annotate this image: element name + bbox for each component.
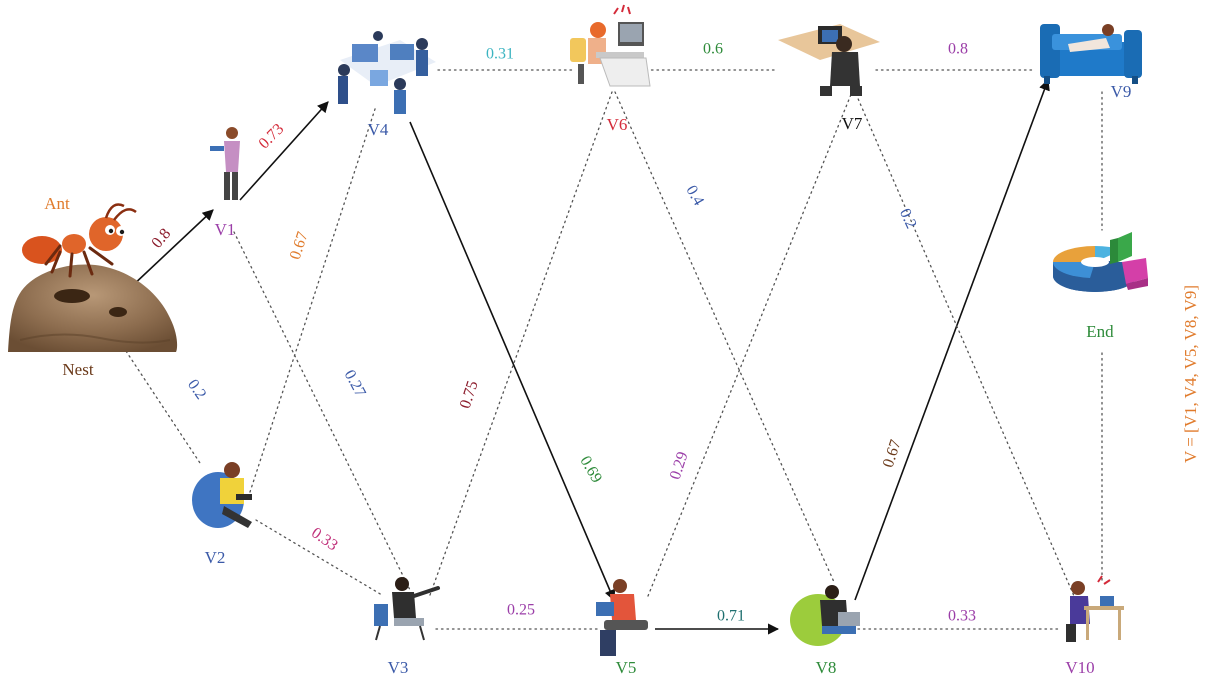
ant-icon bbox=[22, 203, 137, 278]
edge-weight-v3-v6: 0.75 bbox=[457, 379, 482, 411]
edge-weight-nest-v2: 0.2 bbox=[184, 376, 209, 402]
edge-v6-v8 bbox=[614, 91, 835, 583]
node-label-v3: V3 bbox=[388, 658, 409, 677]
node-label-v10: V10 bbox=[1065, 658, 1094, 677]
edges-layer bbox=[119, 69, 1103, 635]
edge-weight-v3-v5: 0.25 bbox=[507, 602, 535, 619]
edge-weight-v7-v9: 0.8 bbox=[948, 41, 968, 58]
desk-worker-icon bbox=[778, 24, 880, 96]
path-label: V = [V1, V4, V5, V8, V9] bbox=[1181, 285, 1200, 463]
edge-v8-v9 bbox=[854, 78, 1050, 601]
woman-desk-icon bbox=[1066, 575, 1124, 642]
person-standing-icon bbox=[210, 127, 240, 200]
edge-v2-v3 bbox=[255, 519, 383, 596]
edge-weight-v6-v8: 0.4 bbox=[682, 183, 707, 209]
edge-weight-v4-v5: 0.69 bbox=[576, 453, 605, 486]
edge-v2-v4 bbox=[249, 105, 377, 493]
edge-weight-v5-v8: 0.71 bbox=[717, 608, 745, 625]
edge-weight-v6-v7: 0.6 bbox=[703, 41, 723, 58]
person-beanbag-laptop-icon bbox=[790, 585, 860, 646]
end-label: End bbox=[1086, 322, 1114, 341]
edge-v1-v4 bbox=[239, 101, 329, 201]
nest-mound-icon bbox=[8, 264, 178, 352]
person-chair-pointing-icon bbox=[374, 577, 440, 641]
edge-weight-v2-v4: 0.67 bbox=[287, 230, 312, 262]
donut-chart-icon bbox=[1052, 232, 1148, 292]
person-laptop-sitting-icon bbox=[596, 579, 648, 656]
edge-weight-v4-v6: 0.31 bbox=[486, 46, 514, 63]
edge-weight-v8-v9: 0.67 bbox=[880, 438, 905, 470]
node-label-v8: V8 bbox=[816, 658, 837, 677]
nest-label: Nest bbox=[62, 360, 93, 379]
edge-weight-v2-v3: 0.33 bbox=[308, 524, 341, 554]
edge-weight-v5-v7: 0.29 bbox=[667, 450, 692, 482]
edge-nest-v2 bbox=[119, 341, 201, 464]
edge-v7-v10 bbox=[855, 93, 1075, 597]
node-label-v1: V1 bbox=[215, 220, 236, 239]
edge-weight-v8-v10: 0.33 bbox=[948, 608, 976, 625]
person-beanbag-icon bbox=[192, 462, 252, 528]
edge-nest-v1 bbox=[129, 209, 214, 289]
node-label-v5: V5 bbox=[616, 658, 637, 677]
node-label-v7: V7 bbox=[842, 114, 863, 133]
ant-label: Ant bbox=[44, 194, 70, 213]
node-label-v6: V6 bbox=[607, 115, 628, 134]
edge-weight-v7-v10: 0.2 bbox=[896, 206, 920, 231]
edge-v1-v3 bbox=[233, 231, 411, 591]
edge-weight-v1-v4: 0.73 bbox=[256, 121, 288, 153]
stressed-desk-worker-icon bbox=[570, 4, 651, 87]
edge-v4-v5 bbox=[409, 121, 616, 602]
person-sofa-icon bbox=[1040, 24, 1142, 84]
edge-v5-v7 bbox=[647, 91, 853, 597]
node-label-v9: V9 bbox=[1111, 82, 1132, 101]
edge-weight-nest-v1: 0.8 bbox=[148, 225, 174, 251]
node-label-v4: V4 bbox=[368, 120, 389, 139]
edge-weight-v1-v3: 0.27 bbox=[341, 367, 369, 400]
office-team-icon bbox=[338, 31, 436, 114]
node-label-v2: V2 bbox=[205, 548, 226, 567]
edge-v3-v6 bbox=[429, 91, 613, 596]
